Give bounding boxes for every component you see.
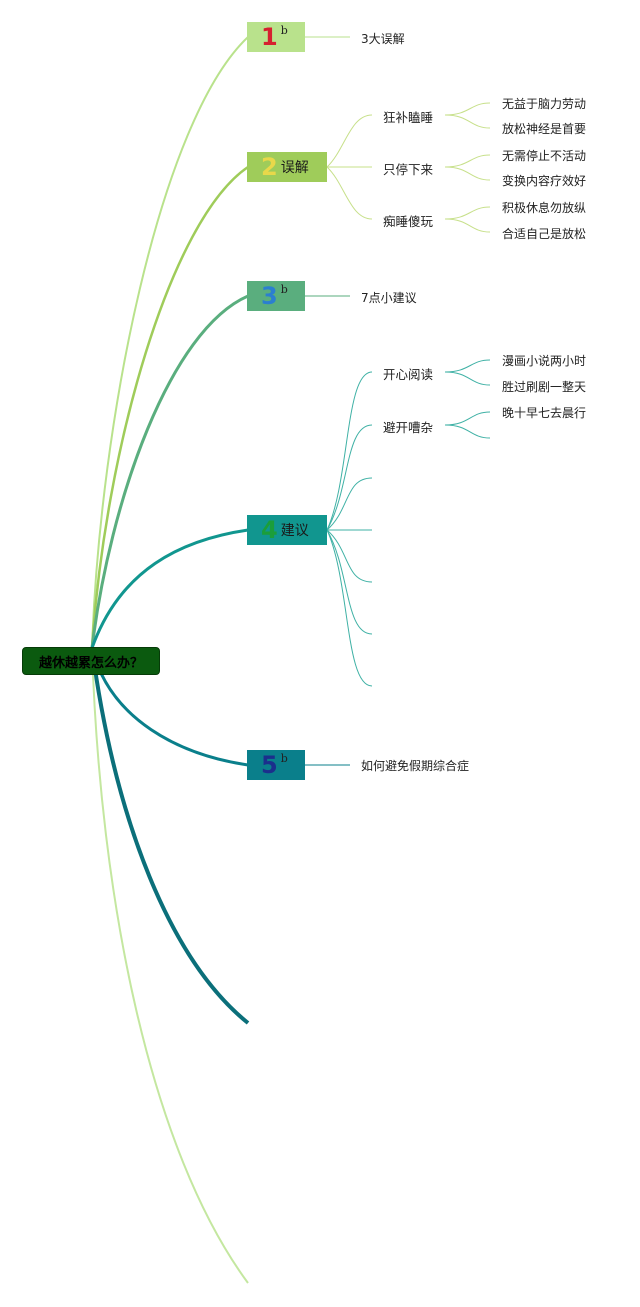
branch-2-child-1-leaf-1[interactable]: 无益于脑力劳动 <box>502 97 587 111</box>
link-root-b7 <box>91 647 249 1284</box>
link-b4-c7 <box>326 529 373 687</box>
branch-5[interactable]: 5 b <box>247 750 305 780</box>
branch-4-child-2[interactable]: 避开嘈杂 <box>383 420 434 435</box>
root-topic-label: 越休越累怎么办？ <box>38 655 143 671</box>
link-b2-c3 <box>326 166 373 220</box>
branch-1-sup: b <box>280 24 288 37</box>
branch-3-sup: b <box>280 283 288 296</box>
branch-2-child-2-leaf-2[interactable]: 变换内容疗效好 <box>502 174 587 188</box>
branch-2[interactable]: 2 误解 <box>247 152 327 182</box>
branch-4-label: 建议 <box>280 523 309 539</box>
link-b2-c2-l1 <box>444 154 491 168</box>
branch-2-child-1[interactable]: 狂补瞌睡 <box>383 110 434 125</box>
branch-2-child-2[interactable]: 只停下来 <box>383 162 434 177</box>
link-root-b2 <box>90 165 249 649</box>
link-b4-c2 <box>326 424 373 531</box>
branch-1-leaf[interactable]: 3大误解 <box>361 32 405 46</box>
link-root-b1 <box>91 36 249 649</box>
link-b4-c1 <box>326 371 373 531</box>
link-b4-c3 <box>326 477 373 531</box>
branch-2-child-3[interactable]: 痴睡傻玩 <box>383 214 434 229</box>
link-root-b3 <box>90 294 249 649</box>
branch-4-number: 4 <box>261 516 278 544</box>
branch-2-number: 2 <box>261 153 278 181</box>
link-b4-c1-l1 <box>444 359 491 373</box>
link-b2-c1 <box>326 114 373 168</box>
branch-2-child-2-leaf-1[interactable]: 无需停止不活动 <box>502 149 587 163</box>
branch-3[interactable]: 3 b <box>247 281 305 311</box>
branch-1[interactable]: 1 b <box>247 22 305 52</box>
link-b2-c3-l2 <box>444 218 491 233</box>
link-b4-c2-l1 <box>444 411 491 426</box>
link-b4-c6 <box>326 529 373 635</box>
branch-3-number: 3 <box>261 282 278 310</box>
link-b4-c5 <box>326 529 373 583</box>
branch-5-number: 5 <box>261 751 278 779</box>
branch-2-child-3-leaf-2[interactable]: 合适自己是放松 <box>502 227 587 241</box>
link-b2-c1-l2 <box>444 114 491 129</box>
branch-5-leaf[interactable]: 如何避免假期综合症 <box>361 759 470 773</box>
branch-4-child-1[interactable]: 开心阅读 <box>383 367 434 382</box>
link-root-b6 <box>90 647 250 1025</box>
link-root-b4 <box>90 528 249 649</box>
branch-5-sup: b <box>280 752 288 765</box>
branch-4-child-1-leaf-1[interactable]: 漫画小说两小时 <box>502 354 587 368</box>
branch-2-child-3-leaf-1[interactable]: 积极休息勿放纵 <box>502 201 587 215</box>
branch-1-number: 1 <box>261 23 278 51</box>
link-b2-c1-l1 <box>444 102 491 116</box>
branch-4-child-2-leaf-1[interactable]: 晚十早七去晨行 <box>502 406 587 420</box>
link-b2-c3-l1 <box>444 206 491 220</box>
branch-2-label: 误解 <box>280 160 309 176</box>
branch-4-child-1-leaf-2[interactable]: 胜过刷剧一整天 <box>502 380 587 394</box>
link-b2-c2-l2 <box>444 166 491 181</box>
root-topic[interactable]: 越休越累怎么办？ <box>22 647 160 675</box>
branch-2-child-1-leaf-2[interactable]: 放松神经是首要 <box>502 122 587 136</box>
branch-4[interactable]: 4 建议 <box>247 515 327 545</box>
link-b4-c1-l2 <box>444 371 491 386</box>
branch-3-leaf[interactable]: 7点小建议 <box>361 291 417 305</box>
link-b4-c2-l2 <box>444 424 491 439</box>
